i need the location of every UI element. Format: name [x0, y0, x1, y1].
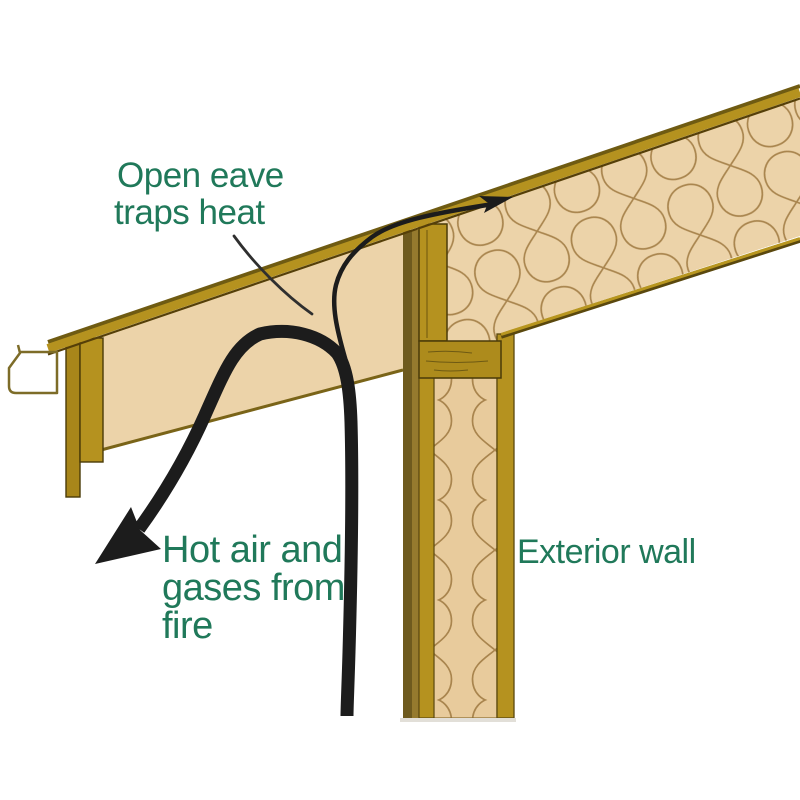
fascia	[65, 337, 104, 498]
label-hot-air-line3: fire	[162, 605, 213, 647]
wall-stud-strip	[418, 377, 435, 719]
wall-top-plate	[418, 340, 502, 379]
wall-insulation-loops	[434, 378, 497, 718]
ceiling-edge-gold	[500, 237, 800, 336]
roof-cavity	[403, 98, 800, 341]
gutter-profile	[7, 344, 59, 395]
roof-deck	[46, 84, 800, 356]
label-open-eave-line2: traps heat	[114, 193, 265, 232]
eave-blocking-stud	[418, 223, 448, 342]
wall-bottom-shadow	[400, 718, 516, 722]
roof-sheathing-underline	[47, 97, 800, 356]
label-hot-air-line2: gases from	[162, 567, 345, 609]
roof-sheathing-band	[46, 88, 800, 353]
wall-sheathing-strip	[412, 230, 420, 718]
roof-insulation-loops	[403, 98, 800, 341]
exterior-wall-structure	[400, 223, 516, 722]
roof-flow-line	[331, 202, 490, 361]
top-plate-grain	[425, 350, 489, 372]
label-exterior-wall: Exterior wall	[517, 533, 696, 571]
label-leader-line	[232, 234, 314, 316]
sub-fascia-board	[65, 337, 81, 498]
labels: Open eave traps heat Hot air and gases f…	[114, 156, 696, 647]
label-open-eave-line1: Open eave	[117, 156, 284, 195]
wall-exterior-siding	[403, 230, 412, 718]
interior-ceiling	[500, 237, 800, 339]
wall-interior-face	[496, 333, 515, 719]
wall-cavity	[433, 377, 498, 719]
hot-gas-flow-line	[133, 325, 359, 717]
label-hot-air-line1: Hot air and	[162, 529, 342, 571]
roofing-outer-line	[47, 84, 800, 344]
roof-flow-arrowhead	[479, 196, 513, 213]
airflow-arrows	[95, 196, 513, 717]
hot-gas-arrowhead	[95, 507, 161, 564]
fascia-board	[79, 337, 104, 463]
